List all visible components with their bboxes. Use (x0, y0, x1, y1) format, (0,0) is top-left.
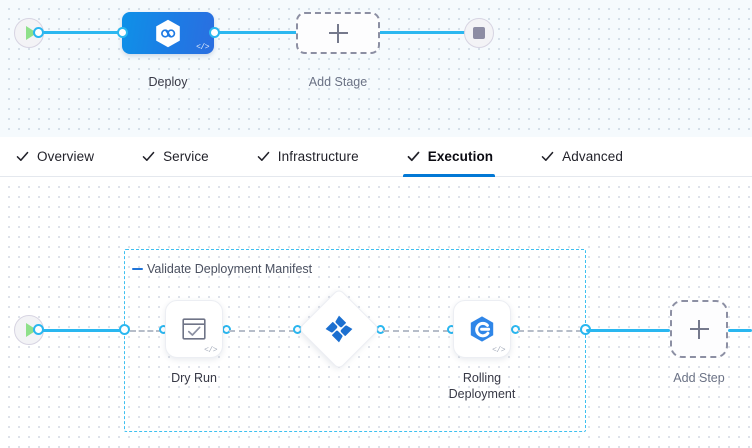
tab-service[interactable]: Service (138, 137, 225, 176)
stage-canvas[interactable]: </> Deploy Add Stage (0, 0, 752, 137)
code-view-glyph[interactable]: </> (204, 346, 217, 355)
stage-port-deploy-out[interactable] (209, 27, 220, 38)
tab-overview[interactable]: Overview (12, 137, 110, 176)
step-node-dry-run[interactable]: </> (165, 300, 223, 358)
stage-wire-deploy-to-add (213, 31, 313, 34)
add-step-label: Add Step (673, 371, 725, 385)
stage-wire-add-to-end (378, 31, 473, 34)
tab-label: Infrastructure (277, 149, 359, 164)
execution-canvas[interactable]: Validate Deployment Manifest (0, 178, 752, 448)
step-group-validate-deployment-manifest[interactable] (124, 249, 586, 432)
stage-config-tabbar: Overview Service Infrastructure Executio… (0, 137, 752, 177)
exec-port-start-out[interactable] (33, 324, 44, 335)
stage-port-deploy-in[interactable] (117, 27, 128, 38)
exec-wire-approve-to-rolling (383, 330, 449, 332)
tab-label: Advanced (562, 149, 623, 164)
play-icon (25, 323, 37, 337)
step-label-dry-run: Dry Run (171, 371, 217, 385)
rolling-deployment-icon (470, 316, 494, 342)
code-view-glyph[interactable]: </> (196, 43, 209, 52)
code-view-glyph[interactable]: </> (492, 346, 505, 355)
pipeline-end-node[interactable] (464, 18, 494, 48)
harness-hexagon-icon (156, 19, 180, 47)
stage-node-label-deploy: Deploy (148, 75, 188, 89)
step-group-header[interactable]: Validate Deployment Manifest (132, 262, 312, 276)
plus-icon (328, 23, 348, 43)
tab-label: Overview (37, 149, 95, 164)
stage-port-start-out[interactable] (33, 27, 44, 38)
check-icon (142, 151, 155, 162)
check-icon (541, 151, 554, 162)
dry-run-check-window-icon (182, 318, 206, 340)
tab-label: Execution (427, 149, 494, 164)
tab-execution[interactable]: Execution (402, 137, 509, 177)
harness-approval-icon (325, 315, 353, 343)
step-group-title: Validate Deployment Manifest (147, 262, 313, 276)
exec-wire-group-to-addstep (586, 329, 670, 332)
step-label-rolling-deployment: Rolling Deployment (448, 371, 516, 401)
stop-icon (473, 27, 485, 39)
check-icon (16, 151, 29, 162)
check-icon (257, 151, 270, 162)
check-icon (407, 151, 420, 162)
step-node-rolling-deployment[interactable]: </> (453, 300, 511, 358)
stage-node-deploy[interactable]: </> (122, 12, 214, 54)
collapse-minus-icon[interactable] (132, 268, 143, 270)
plus-icon (689, 319, 709, 339)
exec-wire-group-to-dryrun (130, 330, 162, 332)
add-step-button[interactable] (670, 300, 728, 358)
approve-harness-icon-wrap (310, 300, 368, 358)
add-stage-button[interactable] (296, 12, 380, 54)
tab-advanced[interactable]: Advanced (537, 137, 639, 176)
exec-wire-rolling-to-group-out (518, 330, 582, 332)
exec-port-dryrun-out[interactable] (222, 325, 231, 334)
stage-wire-start-to-deploy (35, 31, 127, 34)
exec-port-rolling-out[interactable] (511, 325, 520, 334)
tab-active-underline (402, 174, 496, 177)
tab-infrastructure[interactable]: Infrastructure (253, 137, 375, 176)
exec-wire-dryrun-to-approve (229, 330, 295, 332)
exec-wire-start-to-group (33, 329, 125, 332)
exec-wire-addstep-to-edge (728, 329, 752, 332)
play-icon (25, 26, 37, 40)
add-stage-label: Add Stage (308, 75, 368, 89)
exec-port-group-in[interactable] (119, 324, 130, 335)
pipeline-start-node[interactable] (14, 18, 44, 48)
tab-label: Service (163, 149, 209, 164)
